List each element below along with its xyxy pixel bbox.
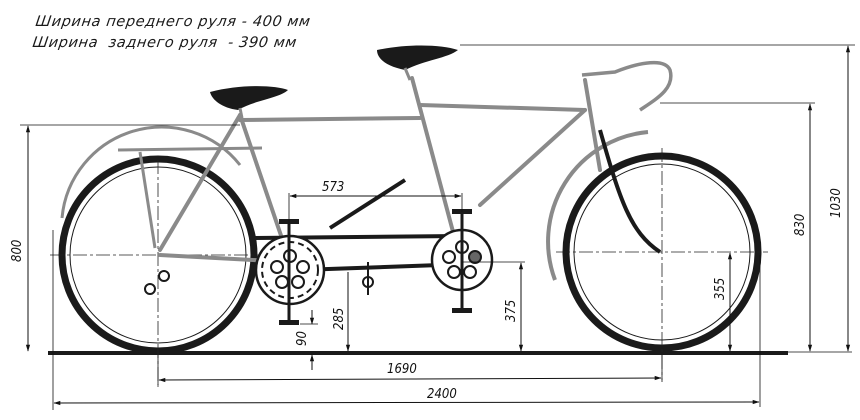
label-1690: 1690 xyxy=(387,362,417,377)
dim-90 xyxy=(300,310,318,370)
dim-800 xyxy=(20,124,240,352)
label-285: 285 xyxy=(332,308,347,330)
dim-573 xyxy=(288,193,463,225)
label-2400: 2400 xyxy=(427,387,457,402)
rear-rack xyxy=(117,146,263,249)
front-saddle xyxy=(377,45,458,70)
label-1030: 1030 xyxy=(829,188,844,218)
rear-derailleur xyxy=(144,270,170,295)
front-chainring xyxy=(430,209,494,313)
label-830: 830 xyxy=(793,214,808,236)
label-90: 90 xyxy=(295,331,310,346)
rear-wheel xyxy=(50,125,270,390)
label-355: 355 xyxy=(713,278,728,300)
label-573: 573 xyxy=(322,180,344,195)
label-375: 375 xyxy=(504,300,519,322)
dim-2400 xyxy=(52,230,761,410)
rear-chainring xyxy=(254,219,326,325)
dim-1030 xyxy=(460,44,855,353)
ground-line xyxy=(48,351,788,355)
front-fork xyxy=(598,129,662,254)
dim-355 xyxy=(727,252,761,395)
label-800: 800 xyxy=(10,240,25,262)
dim-375 xyxy=(462,261,525,352)
dim-1690 xyxy=(157,355,663,385)
dim-830 xyxy=(660,102,815,352)
handlebar-front xyxy=(581,60,673,112)
intermediate-shaft xyxy=(362,262,374,295)
front-wheel xyxy=(546,130,768,380)
rear-saddle xyxy=(210,86,288,110)
frame xyxy=(158,76,602,264)
